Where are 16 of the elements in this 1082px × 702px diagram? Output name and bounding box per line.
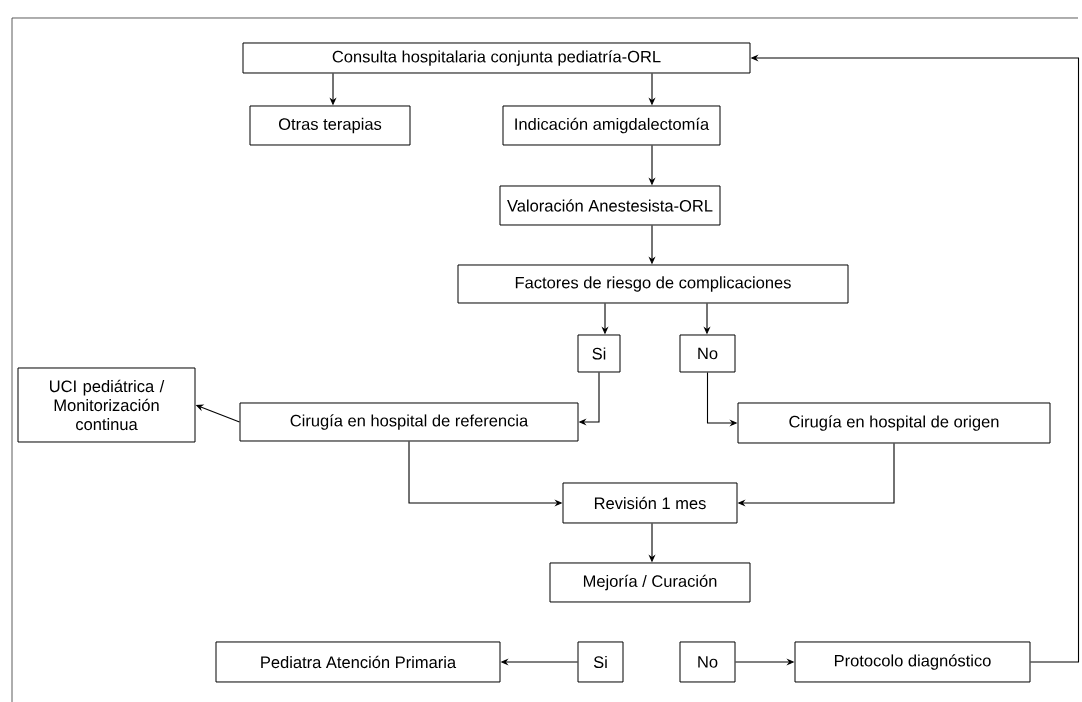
process-box: Mejoría / Curación [549, 562, 751, 603]
process-box: Protocolo diagnóstico [794, 641, 1031, 683]
process-box: Otras terapias [249, 105, 411, 146]
decision-box: Si [577, 334, 621, 373]
process-box: Revisión 1 mes [562, 482, 738, 524]
process-box: Factores de riesgo de complicaciones [457, 264, 849, 304]
process-box: Cirugía en hospital de referencia [239, 402, 579, 442]
process-box: Valoración Anestesista-ORL [499, 185, 721, 226]
decision-box: No [679, 334, 736, 373]
process-box: Consulta hospitalaria conjunta pediatría-ORL [242, 42, 751, 74]
process-box: Cirugía en hospital de origen [737, 402, 1051, 444]
decision-box: No [679, 641, 736, 683]
decision-box: Si [577, 641, 624, 683]
process-box: Pediatra Atención Primaria [215, 641, 501, 683]
process-box: UCI pediátrica / Monitorización continua [17, 367, 196, 443]
process-box: Indicación amigdalectomía [502, 105, 721, 146]
